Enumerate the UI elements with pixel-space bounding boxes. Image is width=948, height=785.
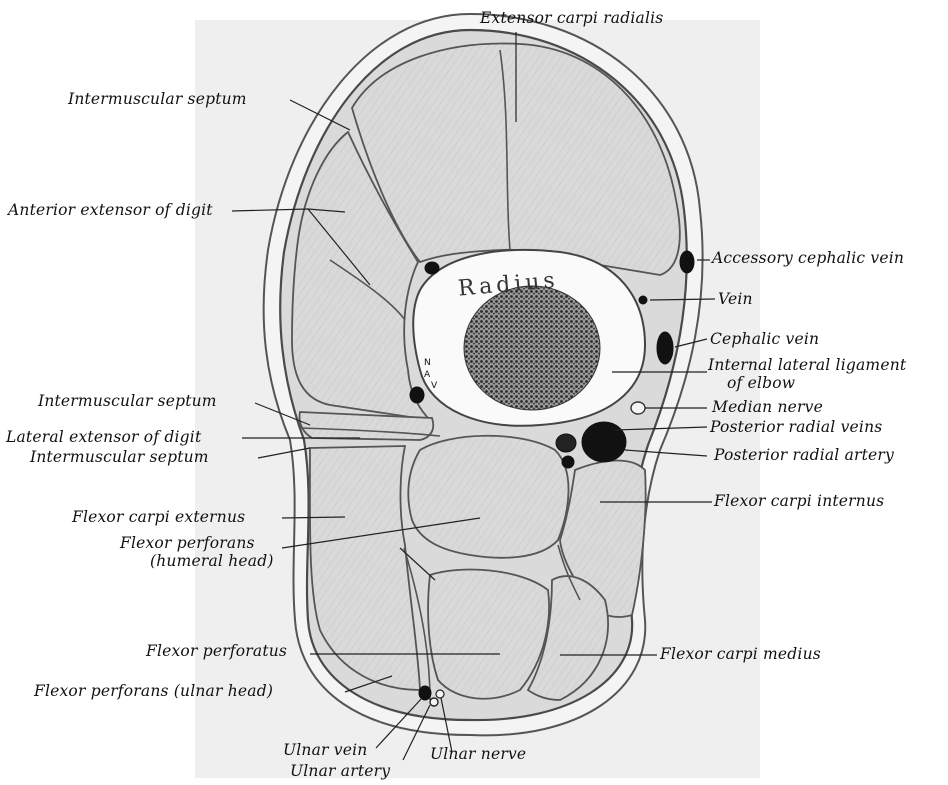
label-vein: Vein — [718, 291, 753, 308]
label-flexor-carpi-internus: Flexor carpi internus — [714, 493, 884, 510]
label-median-nerve: Median nerve — [712, 399, 823, 416]
upper-vessel-shape — [425, 262, 439, 274]
label-intermuscular-septum-top: Intermuscular septum — [68, 91, 247, 108]
posterior-radial-veins-shape — [582, 422, 626, 462]
label-accessory-cephalic-vein: Accessory cephalic vein — [712, 250, 904, 267]
vein-shape — [639, 296, 647, 304]
ulnar-nerve-shape — [436, 690, 444, 698]
small-vessel-shape — [562, 456, 574, 468]
cephalic-vein-shape — [657, 332, 673, 364]
label-ulnar-vein: Ulnar vein — [283, 742, 367, 759]
label-posterior-radial-veins: Posterior radial veins — [710, 419, 882, 436]
nerve-mark: N — [424, 358, 431, 368]
label-flexor-perforans-humeral-line2: (humeral head) — [150, 553, 274, 570]
label-intermuscular-septum-mid: Intermuscular septum — [38, 393, 217, 410]
label-ulnar-artery: Ulnar artery — [290, 763, 390, 780]
artery-mark: A — [424, 370, 431, 380]
label-internal-lateral-ligament: Internal lateral ligament — [708, 357, 906, 374]
label-anterior-extensor-of-digit: Anterior extensor of digit — [8, 202, 213, 219]
label-flexor-carpi-externus: Flexor carpi externus — [72, 509, 245, 526]
label-flexor-perforatus: Flexor perforatus — [146, 643, 287, 660]
label-extensor-carpi-radialis: Extensor carpi radialis — [480, 10, 663, 27]
label-lateral-extensor-of-digit: Lateral extensor of digit — [6, 429, 201, 446]
ulnar-artery-shape — [430, 698, 438, 706]
label-flexor-perforans-humeral: Flexor perforans — [120, 535, 255, 552]
radius-marrow — [464, 286, 600, 410]
label-flexor-perforans-ulnar: Flexor perforans (ulnar head) — [34, 683, 273, 700]
label-internal-lateral-ligament-line2: of elbow — [727, 375, 795, 392]
accessory-cephalic-vein-shape — [680, 251, 694, 273]
vein-mark: V — [431, 381, 438, 391]
ulnar-vein-shape — [419, 686, 431, 700]
posterior-radial-artery-shape — [556, 434, 576, 452]
label-posterior-radial-artery: Posterior radial artery — [714, 447, 894, 464]
label-cephalic-vein: Cephalic vein — [710, 331, 819, 348]
label-ulnar-nerve: Ulnar nerve — [430, 746, 526, 763]
flexor-perforans-humeral-muscle — [408, 436, 568, 558]
median-nerve-shape — [631, 402, 645, 414]
label-intermuscular-septum-low: Intermuscular septum — [30, 449, 209, 466]
nav-vessel-shape — [410, 387, 424, 403]
radius-bone: Radius — [413, 250, 645, 426]
label-flexor-carpi-medius: Flexor carpi medius — [660, 646, 821, 663]
